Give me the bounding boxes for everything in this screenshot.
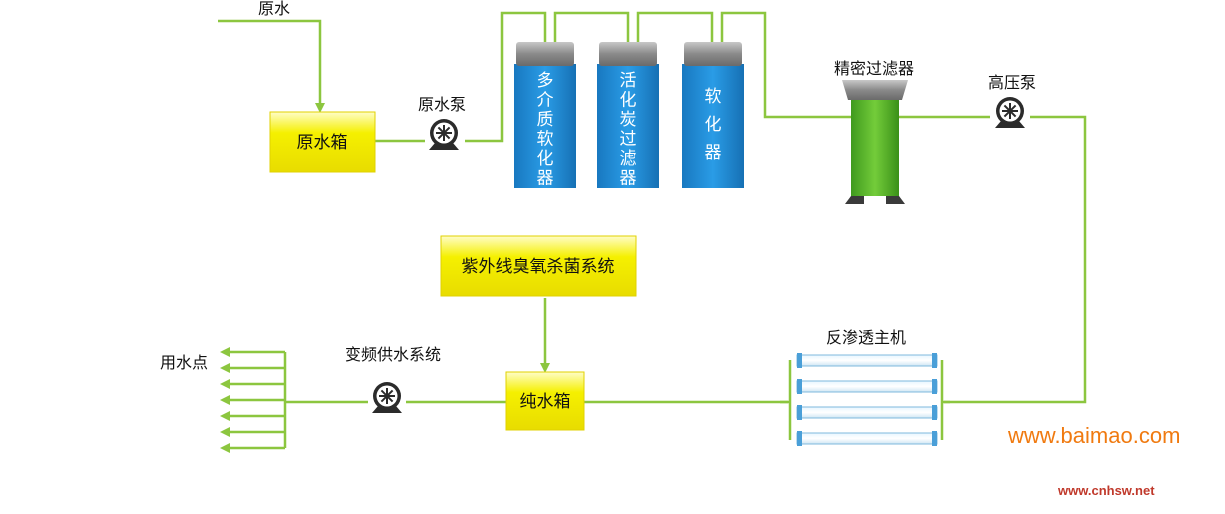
vertical-label-char: 化 [537,149,554,169]
ro-main-unit: 反渗透主机 [780,328,950,446]
ro-membrane-1 [796,353,938,368]
vessel3-to-precision-filter-pipe [720,11,990,119]
watermark-cnhsw: www.cnhsw.net [1057,483,1155,498]
vertical-label-char: 化 [705,115,722,135]
pure-water-tank: 纯水箱 [505,371,585,431]
high-pressure-pump: 高压泵 [988,73,1036,129]
vertical-label-char: 介 [537,91,554,111]
activated-carbon-filter-label: 活化炭过滤器 [620,71,637,189]
vertical-label-char: 器 [537,169,554,189]
use-points-label: 用水点 [160,353,208,372]
pump-icon [428,118,460,151]
multi-media-softener-vessel: 多介质软化器 [514,42,576,189]
raw-water-pump-label: 原水泵 [418,95,466,114]
raw-water-tank-label: 原水箱 [297,133,348,153]
precision-filter: 精密过滤器 [834,59,914,204]
vertical-label-char: 活 [620,71,637,91]
activated-carbon-filter-vessel: 活化炭过滤器 [597,42,659,189]
pump-to-vessels-pipe [465,11,547,143]
pure-water-tank-label: 纯水箱 [520,392,571,412]
use-point-outlets [220,347,285,453]
raw-water-label: 原水 [258,0,290,18]
vessel2-to-vessel3-pipe [636,11,714,44]
softener-vessel: 软化器 [682,42,744,188]
vessel1-to-vessel2-pipe [553,11,630,44]
raw-water-inlet-pipe [218,19,325,113]
raw-water-pump: 原水泵 [418,95,466,151]
vertical-label-char: 炭 [620,110,637,130]
ro-membrane-2 [796,379,938,394]
vertical-label-char: 化 [620,91,637,111]
ro-main-unit-label: 反渗透主机 [826,328,906,347]
vertical-label-char: 软 [537,130,554,150]
vertical-label-char: 软 [705,87,722,107]
multi-media-softener-label: 多介质软化器 [537,71,554,189]
variable-freq-supply-label: 变频供水系统 [345,345,441,364]
raw-water-tank: 原水箱 [269,111,376,173]
pump-icon [994,96,1026,129]
vertical-label-char: 多 [537,71,554,91]
vertical-label-char: 质 [537,110,554,130]
uv-ozone-system-label: 紫外线臭氧杀菌系统 [462,257,615,277]
vertical-label-char: 器 [705,143,722,163]
vertical-label-char: 滤 [620,149,637,169]
watermark-baimao: www.baimao.com [1007,423,1180,448]
to-high-pressure-pump-pipe [944,115,1087,404]
softener-label: 软化器 [705,87,722,163]
vertical-label-char: 器 [620,169,637,189]
pump-icon [371,381,403,414]
uv-ozone-system: 紫外线臭氧杀菌系统 [440,235,637,297]
vertical-label-char: 过 [620,130,637,150]
precision-filter-label: 精密过滤器 [834,59,914,78]
high-pressure-pump-label: 高压泵 [988,73,1036,92]
ro-membrane-4 [796,431,938,446]
ro-membrane-3 [796,405,938,420]
variable-freq-supply-pump: 变频供水系统 [345,345,441,414]
